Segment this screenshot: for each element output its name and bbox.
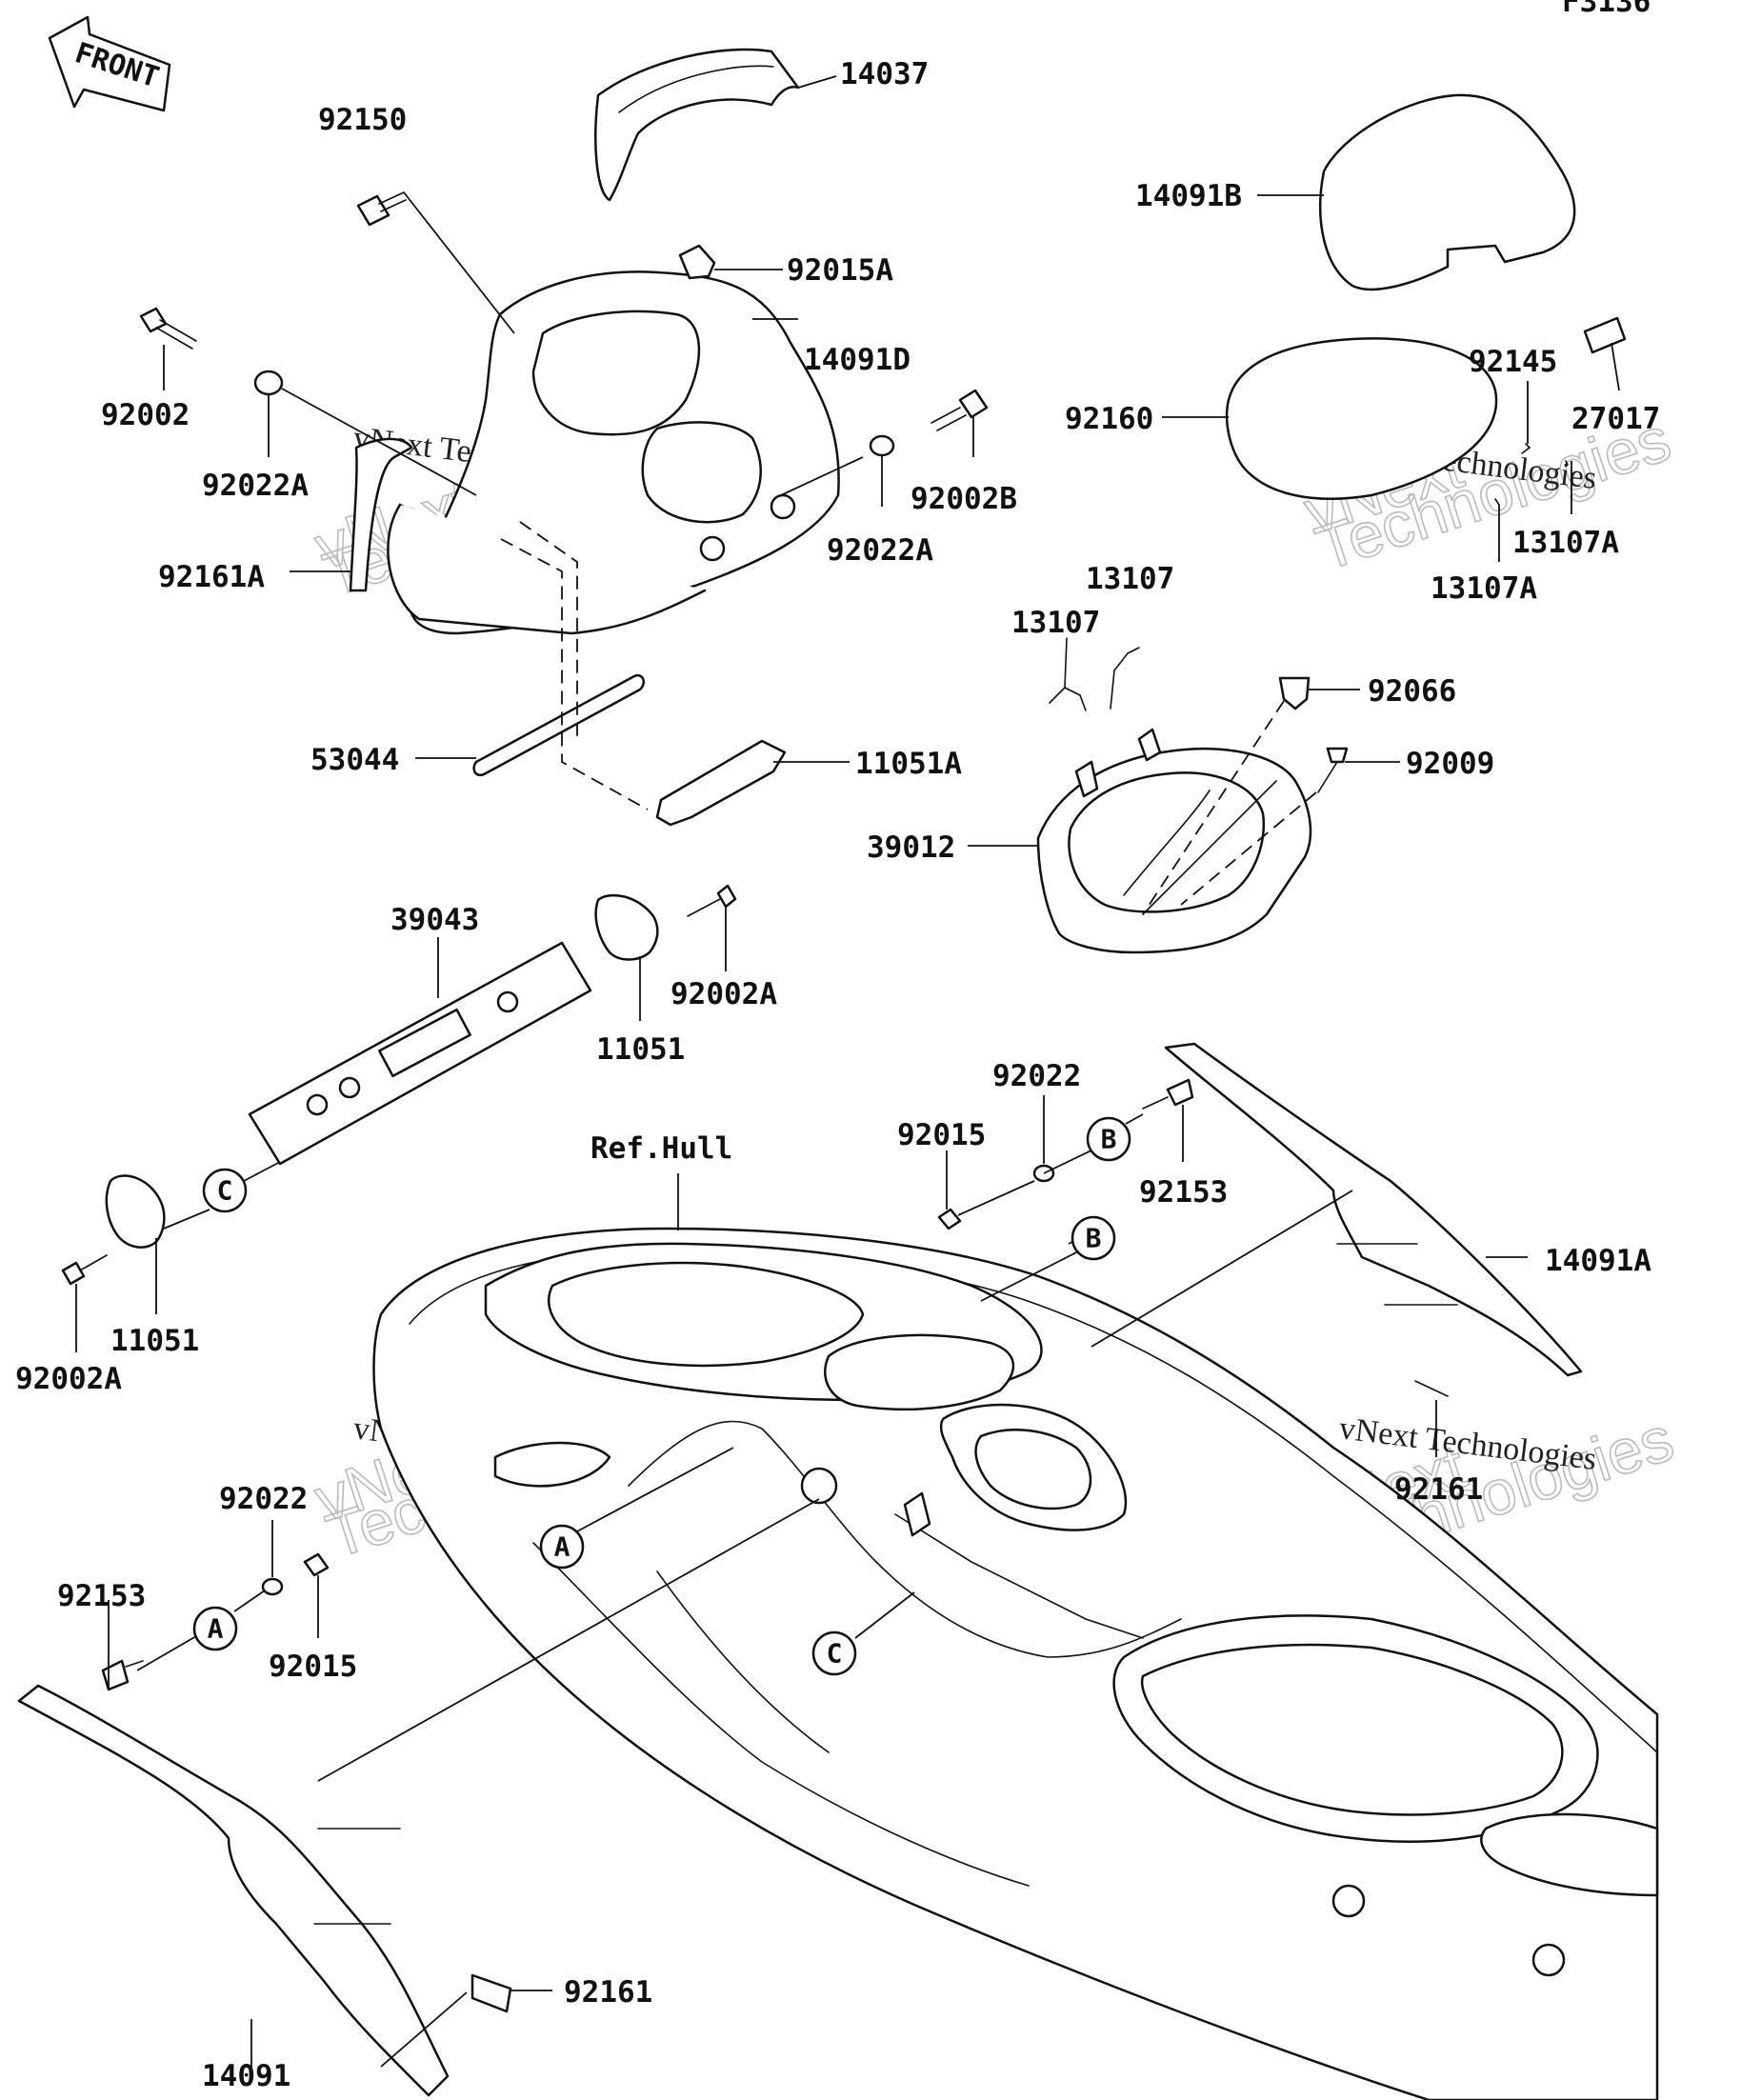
label-13107A-upper: 13107A <box>1512 526 1619 560</box>
part-92066-cap <box>1278 676 1311 710</box>
label-92015-right: 92015 <box>897 1118 986 1152</box>
label-14037: 14037 <box>840 57 929 91</box>
part-11051A-bracket <box>655 739 787 827</box>
part-92150-screw <box>356 191 407 227</box>
svg-text:C: C <box>827 1638 843 1670</box>
part-27017-clip <box>1583 316 1627 354</box>
label-ref-hull: Ref.Hull <box>590 1131 732 1166</box>
label-92022-right: 92022 <box>992 1059 1081 1093</box>
part-92002B-bolt <box>931 389 989 431</box>
label-92002A-upper: 92002A <box>670 977 777 1011</box>
label-13107-right: 13107 <box>1086 562 1174 596</box>
label-92015A: 92015A <box>787 253 893 288</box>
part-92002-bolt <box>139 307 197 350</box>
part-14091D-dash-cover <box>387 270 840 635</box>
ref-a-hull: A <box>539 1524 585 1570</box>
ref-c-panel: C <box>202 1168 248 1213</box>
label-92161-bottom: 92161 <box>564 1975 652 2010</box>
part-92161-strip-bottom <box>470 1973 512 2013</box>
part-11051-plate-lower <box>105 1174 166 1249</box>
ref-c-hull: C <box>811 1630 857 1676</box>
label-92161-right: 92161 <box>1394 1472 1483 1507</box>
part-14037-handle-cover <box>594 48 800 202</box>
part-92145-pin <box>1521 443 1531 454</box>
part-labels: 14037 14091B 92150 92015A 14091D 92002 9… <box>15 57 1660 2093</box>
label-92145: 92145 <box>1469 345 1557 379</box>
part-92002A-bolt-lower <box>61 1254 108 1286</box>
label-14091: 14091 <box>202 2059 290 2093</box>
label-13107A-lower: 13107A <box>1431 571 1537 606</box>
label-92022-left: 92022 <box>219 1482 308 1516</box>
label-11051A: 11051A <box>855 747 962 781</box>
part-39043-panel <box>248 941 592 1166</box>
svg-text:C: C <box>217 1175 233 1207</box>
label-92009: 92009 <box>1406 747 1494 781</box>
label-92150: 92150 <box>318 103 407 137</box>
svg-text:B: B <box>1101 1124 1117 1155</box>
part-13107A-upper <box>1565 460 1569 466</box>
label-39012: 39012 <box>867 830 955 865</box>
svg-text:A: A <box>554 1531 570 1563</box>
part-92015A-clip <box>678 244 716 280</box>
part-92015-nut-right <box>937 1208 962 1230</box>
front-arrow-icon: FRONT <box>48 15 171 112</box>
part-11051-plate-upper <box>594 893 659 961</box>
label-92153-right: 92153 <box>1139 1175 1228 1210</box>
ref-b-upper: B <box>1086 1116 1131 1162</box>
label-11051-lower: 11051 <box>110 1324 199 1358</box>
label-14091B: 14091B <box>1135 179 1242 213</box>
part-53044-rod <box>472 673 645 777</box>
part-14091B-seat-pad <box>1319 93 1576 291</box>
label-92022A-right: 92022A <box>827 533 933 568</box>
label-14091D: 14091D <box>804 343 911 377</box>
part-92022-washer-left <box>261 1577 284 1596</box>
svg-text:A: A <box>208 1613 224 1645</box>
label-14091A: 14091A <box>1545 1244 1651 1278</box>
diagram-code: F3136 <box>1562 0 1651 19</box>
part-92022A-washer-right <box>869 434 895 457</box>
label-39043: 39043 <box>390 903 479 937</box>
label-27017: 27017 <box>1571 402 1660 436</box>
part-13107A-lower <box>1494 498 1500 506</box>
label-92153-left: 92153 <box>57 1579 146 1613</box>
label-92002B: 92002B <box>911 482 1017 516</box>
label-92002A-lower: 92002A <box>15 1362 122 1396</box>
label-92002: 92002 <box>101 398 190 432</box>
label-92015-left: 92015 <box>269 1650 357 1684</box>
svg-text:B: B <box>1086 1223 1102 1254</box>
label-11051-upper: 11051 <box>596 1032 685 1067</box>
part-92022A-washer-left <box>253 370 284 396</box>
label-92022A-left: 92022A <box>202 469 309 503</box>
part-13107-springs <box>1049 637 1140 711</box>
label-92066: 92066 <box>1368 674 1456 709</box>
ref-a-left: A <box>192 1606 238 1651</box>
leader-lines <box>75 75 1620 2076</box>
label-92161A: 92161A <box>158 560 265 594</box>
part-92161A-strip <box>349 437 413 592</box>
label-13107-left: 13107 <box>1011 606 1100 640</box>
part-39012-storage-box <box>1036 728 1312 954</box>
part-92002A-bolt-upper <box>687 884 737 917</box>
part-14091A-side-cover <box>1164 1042 1583 1377</box>
part-92009-screw <box>1317 747 1349 793</box>
hull-reference <box>372 1227 1659 2100</box>
part-14091-side-cover <box>17 1684 450 2097</box>
part-92160-pad <box>1225 337 1498 500</box>
label-92160: 92160 <box>1065 402 1153 436</box>
label-53044: 53044 <box>310 743 399 777</box>
part-92153-screw-right <box>1142 1078 1194 1110</box>
ref-b-hull: B <box>1071 1215 1116 1261</box>
part-92161-strip-right <box>1414 1380 1449 1397</box>
part-92015-nut-left <box>303 1552 330 1577</box>
